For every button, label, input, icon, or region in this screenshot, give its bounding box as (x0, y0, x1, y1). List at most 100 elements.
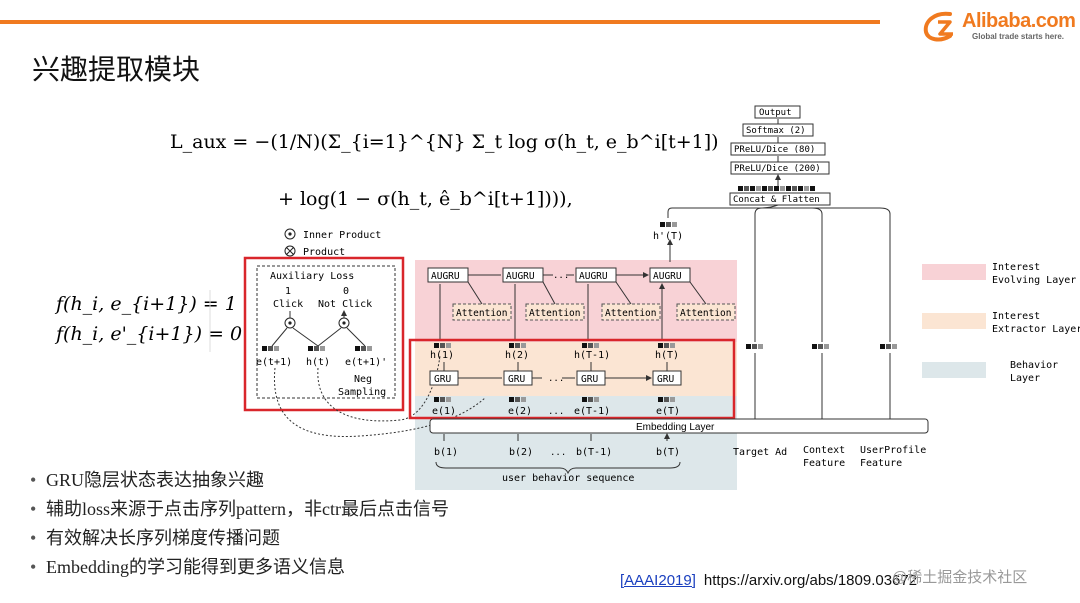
f-positive-formula: f(h_i, e_{i+1}) = 1 (54, 293, 237, 315)
f-negative-formula: f(h_i, e'_{i+1}) = 0 (54, 323, 242, 345)
slide-title: 兴趣提取模块 (32, 53, 201, 86)
legend-swatch-behavior (922, 362, 986, 378)
final-interest-state: h'(T) (653, 231, 683, 242)
sequence-brace (435, 461, 681, 475)
side-target-ad: Target Ad (733, 447, 787, 458)
reference-link[interactable]: [AAAI2019] (620, 572, 696, 589)
bullet-dot: • (30, 499, 37, 519)
legend-inner-product: Inner Product (303, 230, 381, 241)
interest-extractor-highlight (408, 338, 736, 420)
embedding-layer-bar (429, 418, 929, 434)
mlp-output: Output (759, 108, 792, 118)
legend-swatch-extractor (922, 313, 986, 329)
legend-swatch-evolving (922, 264, 986, 280)
legend-product: Product (303, 247, 345, 258)
aux-ht-link (317, 355, 441, 422)
inner-product-icon-dot (288, 232, 292, 236)
gru-row (429, 362, 682, 386)
mlp-prelu-80: PReLU/Dice (80) (734, 145, 815, 155)
behavior-band (415, 396, 737, 490)
mlp-concat: Concat & Flatten (733, 195, 820, 205)
aux-loss-title: Auxiliary Loss (270, 271, 354, 282)
logo-tagline: Global trade starts here. (972, 32, 1065, 41)
hidden-state-4: h(T) (655, 350, 679, 361)
gru-2: GRU (508, 374, 525, 385)
gru-4: GRU (657, 374, 674, 385)
product-icon-cross (286, 247, 294, 255)
neg-sampling-line1: Neg (354, 374, 372, 385)
sequence-caption: user behavior sequence (502, 473, 634, 484)
behavior-1: b(1) (434, 447, 458, 458)
mlp-prelu-200: PReLU/Dice (200) (734, 164, 821, 174)
watermark: @稀土掘金技术社区 (892, 569, 1028, 586)
aux-pos-label: Click (273, 299, 303, 310)
top-accent-bar (0, 20, 880, 24)
bullet-item: • 辅助loss来源于点击序列pattern，非ctr最后点击信号 (30, 495, 449, 524)
aux-et1-link (273, 367, 486, 437)
embedding-layer-label: Embedding Layer (636, 422, 715, 433)
logo-brand-text: Alibaba.com (962, 10, 1076, 32)
aux-neg-label: Not Click (318, 299, 372, 310)
embedding-1: e(1) (432, 406, 456, 417)
bullet-dot: • (30, 557, 37, 577)
behavior-4: b(T) (656, 447, 680, 458)
gru-1: GRU (434, 374, 451, 385)
bullet-dot: • (30, 528, 37, 548)
augru-1: AUGRU (431, 271, 460, 282)
attention-1: Attention (456, 308, 507, 319)
hidden-state-1: h(1) (430, 350, 454, 361)
gru-3: GRU (581, 374, 598, 385)
bullet-item: • 有效解决长序列梯度传播问题 (30, 524, 449, 553)
attention-row (439, 239, 736, 340)
aux-input-et1-neg: e(t+1)' (345, 357, 387, 368)
product-icon (284, 245, 296, 257)
aux-neg-value: 0 (343, 286, 349, 297)
aux-pos-inner-product-dot (288, 321, 292, 325)
bullet-text: GRU隐层状态表达抽象兴趣 (46, 470, 265, 490)
augru-ellipsis: ... (553, 271, 569, 281)
behavior-to-embedding-arrows (443, 434, 667, 441)
bullet-item: • Embedding的学习能得到更多语义信息 (30, 553, 449, 582)
mlp-stack (667, 105, 891, 419)
aux-loss-formula-line1: L_aux = −(1/N)(Σ_{i=1}^{N} Σ_t log σ(h_t… (170, 131, 719, 153)
aux-loss-formula-line2: + log(1 − σ(h_t, ê_b^i[t+1]))), (278, 188, 573, 210)
reference: [AAAI2019] https://arxiv.org/abs/1809.036… (620, 572, 917, 589)
gru-ellipsis: ... (548, 374, 564, 384)
attention-2: Attention (529, 308, 580, 319)
aux-output-arrows (289, 311, 344, 318)
aux-pos-value: 1 (285, 286, 291, 297)
alibaba-logo-mark-icon (923, 11, 953, 42)
embedding-4: e(T) (656, 406, 680, 417)
mlp-softmax: Softmax (2) (746, 126, 806, 136)
bullet-dot: • (30, 470, 37, 490)
augru-3: AUGRU (579, 271, 608, 282)
aux-input-ht: h(t) (306, 357, 330, 368)
inner-product-icon (284, 228, 296, 240)
interest-extractor-band (415, 342, 737, 396)
aux-input-et1: e(t+1) (256, 357, 292, 368)
state-vectors (434, 222, 677, 402)
bullet-text: 辅助loss来源于点击序列pattern，非ctr最后点击信号 (46, 499, 449, 519)
attention-4: Attention (680, 308, 731, 319)
bullet-item: • GRU隐层状态表达抽象兴趣 (30, 466, 449, 495)
aux-neg-inner-product-dot (342, 321, 346, 325)
behavior-ellipsis: ... (550, 448, 566, 458)
reference-url[interactable]: https://arxiv.org/abs/1809.03672 (703, 572, 918, 589)
augru-4: AUGRU (653, 271, 682, 282)
aux-loss-box (256, 265, 396, 399)
hidden-state-2: h(2) (505, 350, 529, 361)
neg-sampling-line2: Sampling (338, 387, 386, 398)
alibaba-logo: Alibaba.com Global trade starts here. (920, 6, 1080, 46)
bullet-text: 有效解决长序列梯度传播问题 (46, 528, 280, 548)
behavior-3: b(T-1) (576, 447, 612, 458)
augru-2: AUGRU (506, 271, 535, 282)
bullet-text: Embedding的学习能得到更多语义信息 (46, 557, 345, 577)
embedding-2: e(2) (508, 406, 532, 417)
embedding-ellipsis: ... (548, 407, 564, 417)
attention-3: Attention (605, 308, 656, 319)
